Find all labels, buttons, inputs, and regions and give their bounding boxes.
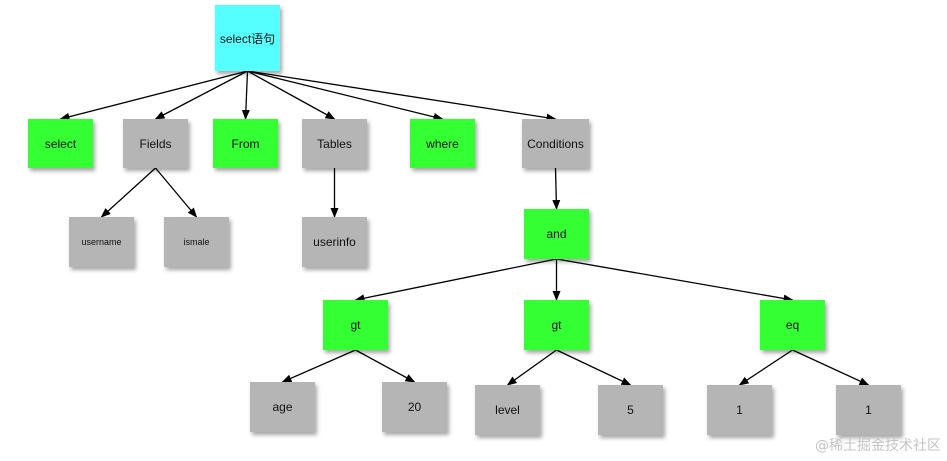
node-where: where — [410, 119, 475, 168]
node-userinfo: userinfo — [302, 217, 367, 267]
edge-gt1-to-v20 — [355, 349, 416, 383]
edge-fields-to-ismale — [155, 167, 198, 218]
edge-fields-to-username — [100, 167, 156, 218]
edge-root-to-conditions — [247, 70, 557, 122]
node-tables: Tables — [302, 119, 367, 168]
node-from: From — [213, 119, 278, 168]
node-eq: eq — [760, 300, 825, 350]
edge-root-to-select — [59, 70, 248, 121]
node-select: select — [28, 119, 93, 168]
edge-root-to-tables — [247, 70, 336, 120]
edge-and-to-eq — [556, 258, 794, 303]
node-root: select语句 — [215, 5, 280, 71]
watermark-text: @稀土掘金技术社区 — [815, 438, 941, 454]
edge-and-to-gt1 — [354, 258, 557, 303]
node-and: and — [524, 209, 589, 259]
edge-eq-to-one-b — [792, 349, 870, 386]
node-one-a: 1 — [707, 385, 772, 435]
node-v5: 5 — [598, 385, 663, 435]
edge-root-to-where — [247, 70, 444, 121]
node-username: username — [69, 217, 134, 267]
node-gt1: gt — [323, 300, 388, 350]
node-v20: 20 — [382, 382, 447, 432]
node-level: level — [475, 385, 540, 435]
edge-gt2-to-level — [506, 349, 557, 386]
node-ismale: ismale — [164, 217, 229, 267]
edge-root-to-fields — [154, 70, 248, 120]
node-one-b: 1 — [836, 385, 901, 435]
node-conditions: Conditions — [522, 119, 589, 168]
node-fields: Fields — [123, 119, 188, 168]
edge-gt1-to-age — [281, 349, 356, 383]
node-age: age — [250, 382, 315, 432]
edge-root-to-from — [241, 70, 250, 120]
node-gt2: gt — [524, 300, 589, 350]
edge-gt2-to-v5 — [556, 349, 632, 386]
edge-eq-to-one-a — [738, 349, 793, 386]
edge-conditions-to-and — [552, 167, 561, 210]
